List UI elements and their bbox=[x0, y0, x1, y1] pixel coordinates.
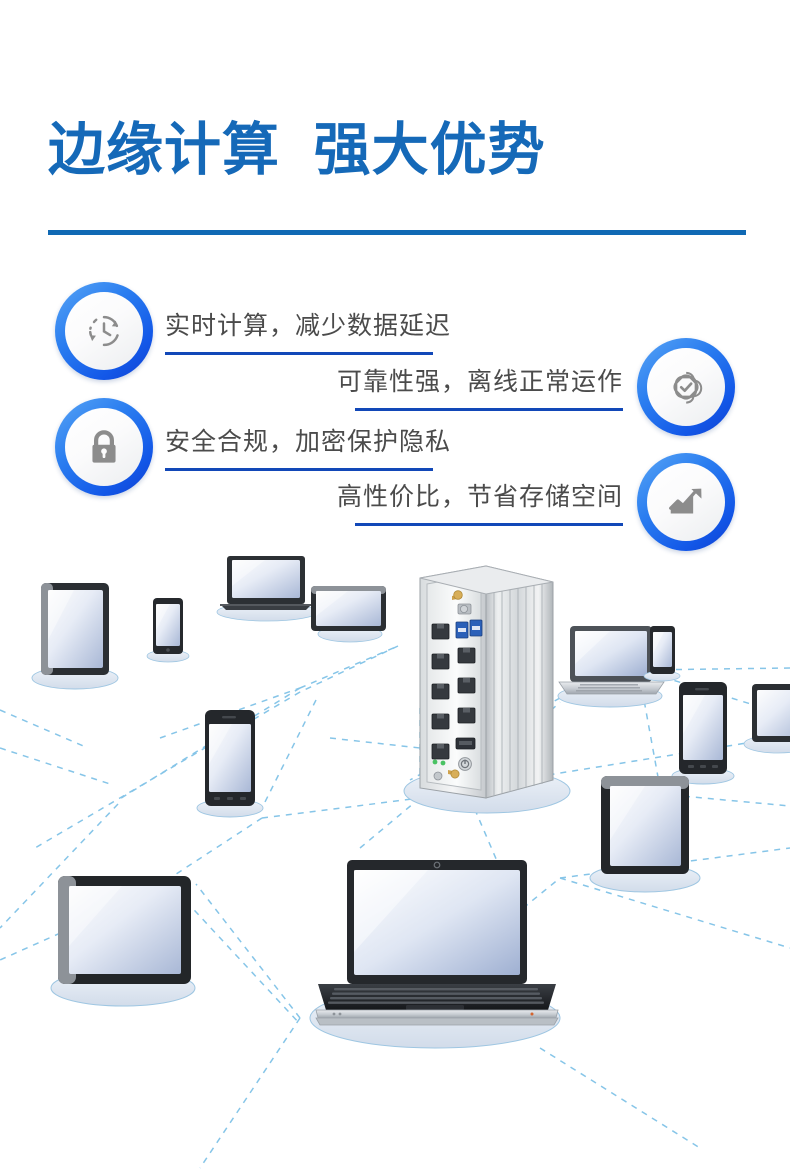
growth-chart-icon bbox=[647, 463, 725, 541]
feature-item-reliability[interactable]: 可靠性强，离线正常运作 bbox=[330, 338, 735, 446]
power-button[interactable] bbox=[458, 757, 472, 771]
feature-label: 实时计算，减少数据延迟 bbox=[165, 312, 452, 340]
tablet-small-upper[interactable] bbox=[311, 586, 386, 643]
phone-small-upper[interactable] bbox=[146, 598, 190, 663]
feature-underline bbox=[355, 408, 623, 411]
status-led bbox=[432, 759, 446, 766]
hdmi-port bbox=[455, 737, 476, 750]
feature-icon-badge bbox=[55, 282, 153, 380]
feature-item-cost[interactable]: 高性价比，节省存储空间 bbox=[330, 453, 735, 561]
feature-label: 高性价比，节省存储空间 bbox=[336, 483, 623, 511]
feature-underline bbox=[165, 468, 433, 471]
feature-label: 安全合规，加密保护隐私 bbox=[165, 428, 452, 456]
feature-underline bbox=[355, 523, 623, 526]
feature-icon-badge bbox=[637, 453, 735, 551]
tablet-right[interactable] bbox=[589, 776, 701, 893]
lan-port bbox=[431, 623, 476, 760]
title-divider bbox=[48, 230, 746, 235]
feature-label: 可靠性强，离线正常运作 bbox=[336, 368, 623, 396]
keyboard bbox=[328, 988, 544, 1004]
feature-underline bbox=[165, 352, 433, 355]
edge-computing-network-diagram bbox=[0, 548, 790, 1176]
laptop-silver-right[interactable] bbox=[557, 626, 665, 708]
phone-small-right[interactable] bbox=[643, 626, 681, 682]
feature-icon-badge bbox=[637, 338, 735, 436]
tablet-vertical-left[interactable] bbox=[31, 583, 119, 690]
laptop-dark-upper[interactable] bbox=[216, 556, 318, 622]
feature-icon-badge bbox=[55, 398, 153, 496]
page-title: 边缘计算 强大优势 bbox=[48, 118, 546, 182]
laptop-featured-bottom[interactable] bbox=[309, 860, 561, 1049]
phone-large-right[interactable] bbox=[671, 682, 735, 785]
phone-large-left[interactable] bbox=[196, 710, 264, 818]
usb-port bbox=[455, 619, 483, 639]
verified-check-icon bbox=[647, 348, 725, 426]
tablet-far-right[interactable] bbox=[743, 684, 790, 754]
antenna bbox=[433, 590, 472, 781]
lock-icon bbox=[65, 408, 143, 486]
feature-item-realtime[interactable]: 实时计算，减少数据延迟 bbox=[55, 282, 455, 390]
clock-history-icon bbox=[65, 292, 143, 370]
feature-item-security[interactable]: 安全合规，加密保护隐私 bbox=[55, 398, 455, 506]
tablet-large-bottom-left[interactable] bbox=[50, 876, 196, 1007]
industrial-edge-computer[interactable] bbox=[403, 565, 571, 814]
feature-list: 实时计算，减少数据延迟 可靠性强，离线正常运作 bbox=[0, 270, 790, 560]
